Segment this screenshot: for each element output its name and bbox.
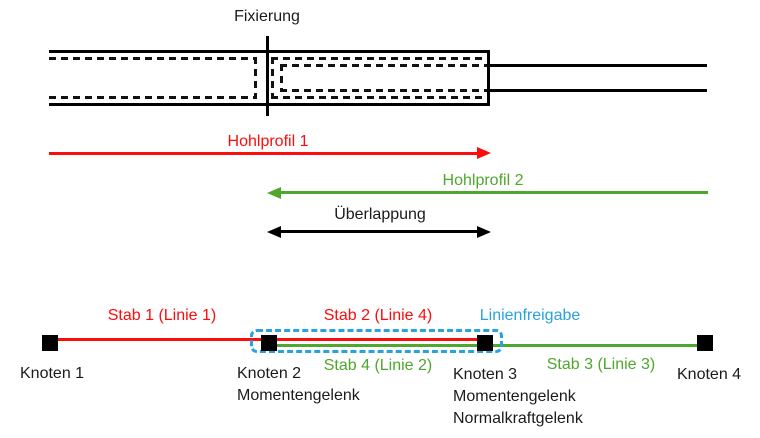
linienfreigabe-box bbox=[250, 329, 503, 353]
knoten1-node bbox=[42, 335, 58, 351]
stab1-label: Stab 1 (Linie 1) bbox=[107, 307, 217, 324]
profile1-cavity-left-bottom bbox=[49, 96, 256, 99]
knoten3-label-block: Knoten 3 Momentengelenk Normalkraftgelen… bbox=[453, 364, 583, 430]
profile2-hidden-end-edge bbox=[280, 64, 283, 92]
hohlprofil1-arrow-line bbox=[49, 152, 478, 155]
knoten3-hinge-note-2: Normalkraftgelenk bbox=[453, 410, 583, 427]
profile1-cavity-left-top bbox=[49, 57, 256, 60]
knoten4-node bbox=[697, 335, 713, 351]
profile1-outline-bottom bbox=[49, 103, 490, 106]
profile2-hidden-top bbox=[280, 64, 487, 67]
knoten2-node bbox=[261, 335, 277, 351]
knoten2-name: Knoten 2 bbox=[237, 365, 302, 382]
profile1-cavity-left-end bbox=[254, 57, 257, 99]
profile2-visible-bottom bbox=[488, 89, 707, 92]
profile1-outline-top bbox=[49, 50, 490, 53]
profile1-cavity-right-bottom bbox=[271, 96, 487, 99]
hohlprofil2-arrowhead-icon bbox=[267, 187, 281, 199]
hohlprofil2-label: Hohlprofil 2 bbox=[442, 172, 524, 189]
profile1-cavity-right-top bbox=[271, 57, 487, 60]
fixierung-label: Fixierung bbox=[234, 8, 300, 25]
stab1-line bbox=[57, 338, 263, 341]
linienfreigabe-label: Linienfreigabe bbox=[479, 307, 581, 324]
ueberlappung-arrowhead-right-icon bbox=[477, 226, 491, 238]
stab4-label: Stab 4 (Linie 2) bbox=[323, 357, 433, 374]
stab4-line bbox=[276, 344, 479, 347]
ueberlappung-arrowhead-left-icon bbox=[267, 226, 281, 238]
knoten1-name: Knoten 1 bbox=[20, 365, 85, 382]
stab2-line bbox=[276, 338, 479, 341]
knoten4-name: Knoten 4 bbox=[677, 366, 742, 383]
stab2-label: Stab 2 (Linie 4) bbox=[323, 307, 433, 324]
profile1-cavity-right-start bbox=[271, 57, 274, 99]
ueberlappung-label: Überlappung bbox=[334, 206, 426, 223]
profile1-end-edge bbox=[487, 50, 490, 106]
knoten1-label-block: Knoten 1 bbox=[20, 363, 84, 385]
knoten4-label-block: Knoten 4 bbox=[677, 364, 741, 386]
profile2-visible-top bbox=[488, 64, 707, 67]
knoten2-label-block: Knoten 2 Momentengelenk bbox=[237, 363, 360, 407]
knoten3-hinge-note-1: Momentengelenk bbox=[453, 388, 576, 405]
profile2-hidden-bottom bbox=[280, 89, 487, 92]
ueberlappung-arrow-line bbox=[281, 230, 478, 233]
knoten3-name: Knoten 3 bbox=[453, 366, 518, 383]
hohlprofil1-label: Hohlprofil 1 bbox=[227, 133, 309, 150]
hohlprofil1-arrowhead-icon bbox=[477, 147, 491, 159]
knoten3-node bbox=[477, 335, 493, 351]
stab3-line bbox=[492, 344, 699, 347]
stab3-label: Stab 3 (Linie 3) bbox=[546, 356, 656, 373]
hohlprofil2-arrow-line bbox=[281, 191, 708, 194]
fixierung-marker-line bbox=[266, 36, 269, 116]
knoten2-hinge-note: Momentengelenk bbox=[237, 387, 360, 404]
